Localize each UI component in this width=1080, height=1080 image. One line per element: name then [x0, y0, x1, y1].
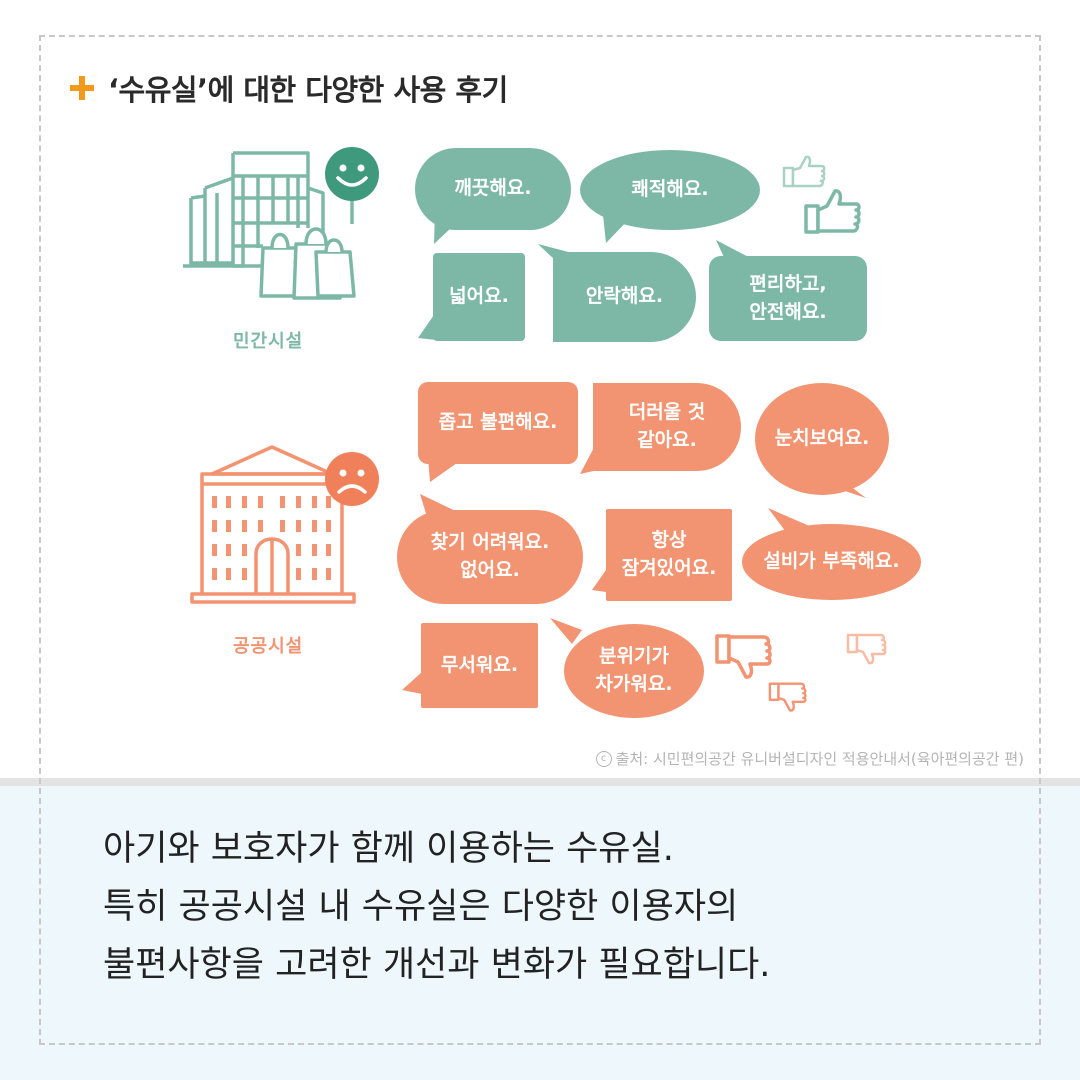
private-facility-label: 민간시설	[233, 331, 304, 352]
thumbs-down-icon	[715, 634, 772, 679]
description-line: 특히 공공시설 내 수유실은 다양한 이용자의	[103, 887, 739, 927]
review-bubble: 넓어요.	[433, 253, 525, 341]
title-text: ‘수유실’에 대한 다양한 사용 후기	[108, 73, 508, 107]
thumbs-up-icon	[804, 189, 861, 234]
review-bubble: 안락해요.	[553, 252, 696, 342]
description-panel	[0, 778, 1080, 1080]
description: 아기와 보호자가 함께 이용하는 수유실. 특히 공공시설 내 수유실은 다양한…	[103, 820, 1003, 994]
description-line: 불편사항을 고려한 개선과 변화가 필요합니다.	[103, 945, 771, 985]
plus-icon	[70, 76, 94, 100]
shopping-bags-icon	[259, 227, 356, 300]
review-bubble: 좁고 불편해요.	[418, 382, 578, 464]
source-text: 출처: 시민편의공간 유니버설디자인 적용안내서(육아편의공간 편)	[615, 750, 1024, 768]
review-bubble: 설비가 부족해요.	[742, 524, 921, 600]
thumbs-up-icon	[782, 155, 826, 188]
review-bubble: 더러울 것 같아요.	[593, 383, 741, 471]
bubble-tail	[428, 458, 464, 482]
bubble-tail	[592, 570, 606, 592]
review-bubble: 눈치보여요.	[755, 383, 889, 495]
sad-face-icon	[325, 452, 379, 506]
review-bubble: 편리하고, 안전해요.	[709, 256, 867, 341]
review-bubble: 쾌적해요.	[580, 150, 760, 230]
review-bubble: 분위기가 차가워요.	[564, 624, 704, 718]
copyright-icon: c	[595, 750, 612, 767]
bubble-tail	[550, 618, 582, 644]
thumbs-down-icon	[768, 682, 807, 712]
bubble-tail	[402, 672, 422, 694]
thumbs-down-icon	[846, 633, 887, 665]
review-bubble: 항상 잠겨있어요.	[606, 509, 732, 601]
bubble-tail	[418, 312, 436, 340]
review-bubble: 찾기 어려워요. 없어요.	[397, 510, 583, 604]
source-credit: c 출처: 시민편의공간 유니버설디자인 적용안내서(육아편의공간 편)	[595, 748, 1024, 769]
description-line: 아기와 보호자가 함께 이용하는 수유실.	[103, 829, 674, 869]
public-facility-label: 공공시설	[233, 636, 304, 657]
smiley-face-icon	[325, 147, 379, 224]
review-bubble: 무서워요.	[421, 623, 538, 708]
review-bubble: 깨끗해요.	[415, 148, 571, 230]
section-title: ‘수유실’에 대한 다양한 사용 후기	[70, 66, 508, 110]
building-icon	[183, 151, 325, 268]
